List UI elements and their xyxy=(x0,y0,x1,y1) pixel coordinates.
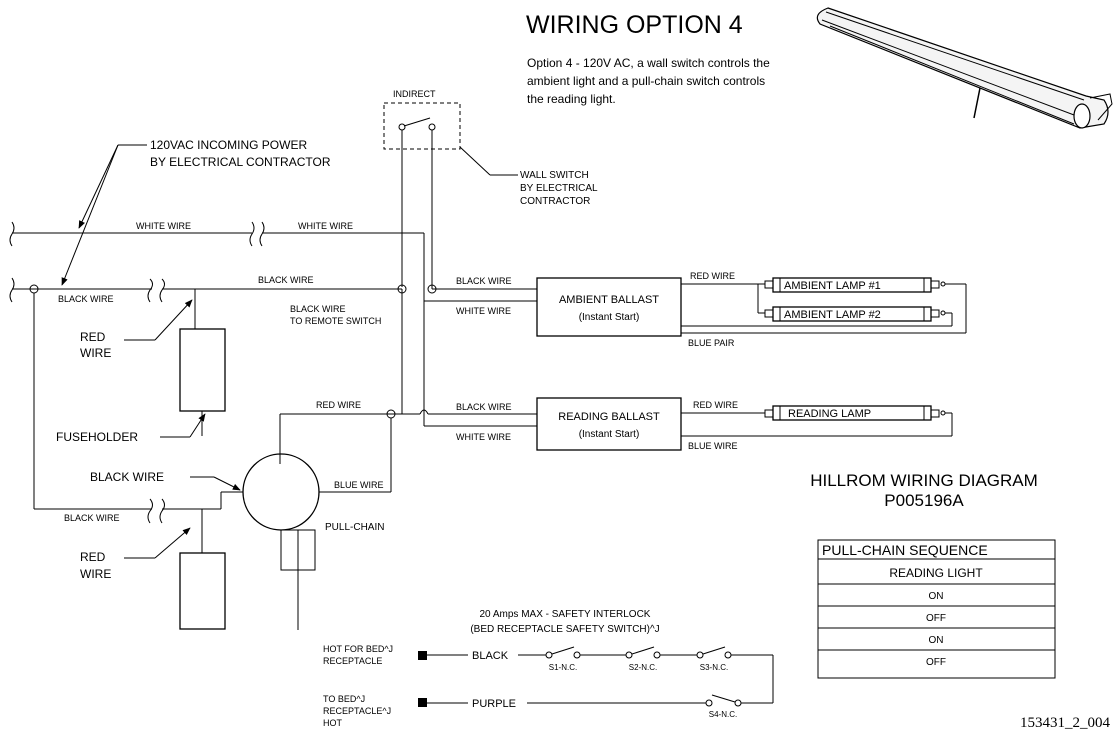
to-bed-label-2: RECEPTACLE^J xyxy=(323,706,391,716)
fuseholder-label: FUSEHOLDER xyxy=(56,430,138,444)
red-wire-label-lower-1: RED xyxy=(80,550,106,564)
wall-switch-label-2: BY ELECTRICAL xyxy=(520,183,598,194)
fuseholder-upper xyxy=(179,328,226,412)
switch-s1-label: S1-N.C. xyxy=(549,663,577,672)
hot-for-bed-label-2: RECEPTACLE xyxy=(323,656,382,666)
description-line-2: ambient light and a pull-chain switch co… xyxy=(527,74,765,88)
black-lead-label: BLACK xyxy=(472,650,509,662)
interlock-title-1: 20 Amps MAX - SAFETY INTERLOCK xyxy=(480,609,651,620)
reading-ballast-sublabel: (Instant Start) xyxy=(579,429,640,440)
reading-black-wire-label: BLACK WIRE xyxy=(456,402,512,412)
pull-chain-label: PULL-CHAIN xyxy=(325,522,384,533)
red-wire-label-upper-2: WIRE xyxy=(80,346,111,360)
ambient-lamp-2: AMBIENT LAMP #2 xyxy=(764,306,940,322)
sequence-table-header: PULL-CHAIN SEQUENCE xyxy=(822,542,988,558)
ambient-lamp-1-label: AMBIENT LAMP #1 xyxy=(784,280,881,292)
switch-s2-label: S2-N.C. xyxy=(629,663,657,672)
black-wire-label-3: BLACK WIRE xyxy=(90,470,164,484)
black-to-remote-2: TO REMOTE SWITCH xyxy=(290,316,381,326)
reading-red-wire-label-left: RED WIRE xyxy=(316,400,361,410)
hillrom-diagram-title: HILLROM WIRING DIAGRAM xyxy=(810,471,1038,490)
black-to-remote-1: BLACK WIRE xyxy=(290,304,346,314)
description-line-3: the reading light. xyxy=(527,92,616,106)
ambient-lamp-2-label: AMBIENT LAMP #2 xyxy=(784,309,881,321)
hot-for-bed-label-1: HOT FOR BED^J xyxy=(323,644,393,654)
pull-chain-sequence-table: PULL-CHAIN SEQUENCE READING LIGHT ON OFF… xyxy=(817,539,1056,679)
ambient-lamp-1: AMBIENT LAMP #1 xyxy=(764,277,940,293)
black-wire-label-1: BLACK WIRE xyxy=(58,294,114,304)
wall-switch: INDIRECT xyxy=(383,89,461,289)
light-fixture-illustration xyxy=(816,7,1113,129)
wall-switch-leader xyxy=(459,146,491,176)
reading-ballast-label: READING BALLAST xyxy=(558,411,660,423)
terminal-block-icon xyxy=(418,651,427,660)
ambient-ballast-sublabel: (Instant Start) xyxy=(579,312,640,323)
sequence-row: OFF xyxy=(926,657,946,668)
switch-s3-label: S3-N.C. xyxy=(700,663,728,672)
pull-chain-blue-wire-label: BLUE WIRE xyxy=(334,480,384,490)
reading-red-wire-label: RED WIRE xyxy=(693,400,738,410)
reading-blue-wire-label: BLUE WIRE xyxy=(688,441,738,451)
to-bed-label-1: TO BED^J xyxy=(323,694,365,704)
terminal-block-icon xyxy=(418,698,427,707)
reading-lamp-label: READING LAMP xyxy=(788,408,871,420)
figure-number: 153431_2_004 xyxy=(1020,715,1111,731)
sequence-table-column: READING LIGHT xyxy=(889,566,983,580)
reading-lamp: READING LAMP xyxy=(764,405,940,421)
description-line-1: Option 4 - 120V AC, a wall switch contro… xyxy=(527,56,770,70)
ambient-white-wire-label: WHITE WIRE xyxy=(456,306,511,316)
fuseholder-lower xyxy=(179,552,226,630)
diagram-title: WIRING OPTION 4 xyxy=(526,11,743,39)
ambient-ballast-label: AMBIENT BALLAST xyxy=(559,294,659,306)
switch-s4-label: S4-N.C. xyxy=(709,710,737,719)
ambient-ballast xyxy=(536,277,682,337)
wall-switch-label-1: WALL SWITCH xyxy=(520,170,589,181)
ambient-red-wire-label: RED WIRE xyxy=(690,271,735,281)
ambient-black-wire-label: BLACK WIRE xyxy=(456,276,512,286)
pull-chain-switch xyxy=(242,453,320,531)
white-wire-label-left: WHITE WIRE xyxy=(136,221,191,231)
interlock-switch-chain xyxy=(545,646,774,707)
sequence-row: OFF xyxy=(926,613,946,624)
sequence-row: ON xyxy=(929,591,944,602)
red-wire-label-lower-2: WIRE xyxy=(80,567,111,581)
white-wire-label-right: WHITE WIRE xyxy=(298,221,353,231)
blue-pair-label: BLUE PAIR xyxy=(688,338,735,348)
reading-white-wire-label: WHITE WIRE xyxy=(456,432,511,442)
hillrom-diagram-number: P005196A xyxy=(884,491,964,510)
incoming-power-label-1: 120VAC INCOMING POWER xyxy=(150,138,307,152)
black-wire-label-4: BLACK WIRE xyxy=(64,513,120,523)
wall-switch-label-3: CONTRACTOR xyxy=(520,196,590,207)
sequence-row: ON xyxy=(929,635,944,646)
incoming-power-label-2: BY ELECTRICAL CONTRACTOR xyxy=(150,155,331,169)
purple-lead-label: PURPLE xyxy=(472,698,516,710)
black-wire-label-2: BLACK WIRE xyxy=(258,275,314,285)
interlock-title-2: (BED RECEPTACLE SAFETY SWITCH)^J xyxy=(470,624,659,635)
red-wire-label-upper-1: RED xyxy=(80,330,106,344)
indirect-label: INDIRECT xyxy=(393,89,436,99)
reading-ballast xyxy=(536,397,682,451)
to-bed-label-3: HOT xyxy=(323,718,343,728)
